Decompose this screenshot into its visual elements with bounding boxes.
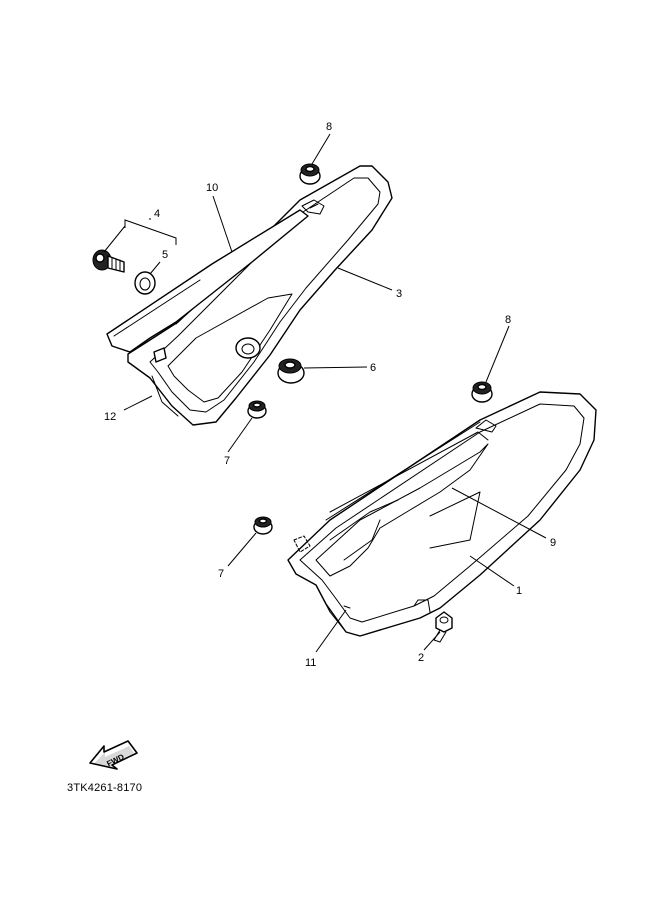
callout-12: 12: [104, 411, 116, 423]
side-cover-lower: [287, 391, 597, 637]
collar-5: [134, 271, 156, 295]
callout-1: 1: [516, 585, 522, 597]
callout-8-lower: 8: [505, 314, 511, 326]
callout-8-upper: 8: [326, 121, 332, 133]
callout-6: 6: [370, 362, 376, 374]
callout-7-upper: 7: [224, 455, 230, 467]
callout-10: 10: [206, 182, 218, 194]
grommet-6: [277, 358, 305, 384]
diagram-code: 3TK4261-8170: [67, 782, 143, 794]
leader-lines: [103, 133, 547, 653]
decal-upper: [106, 209, 309, 353]
grommet-7-lower: [253, 516, 273, 535]
grommet-8-upper: [299, 163, 321, 185]
fwd-arrow-icon: FWD: [89, 740, 138, 770]
grommet-8-lower: [471, 381, 493, 403]
callout-2: 2: [418, 652, 424, 664]
callout-5: 5: [162, 249, 168, 261]
callout-4: 4: [154, 208, 160, 220]
screw-4: [92, 249, 125, 273]
side-cover-upper: [127, 165, 393, 426]
callout-9: 9: [550, 537, 556, 549]
callout-3: 3: [396, 288, 402, 300]
callout-7-lower: 7: [218, 568, 224, 580]
callout-11: 11: [305, 657, 316, 669]
callouts: 8 10 4 5 3 6 12 7 8 9 1 7 11 2: [104, 121, 556, 669]
bolt-2: [433, 611, 453, 643]
grommet-7-upper: [247, 400, 267, 419]
